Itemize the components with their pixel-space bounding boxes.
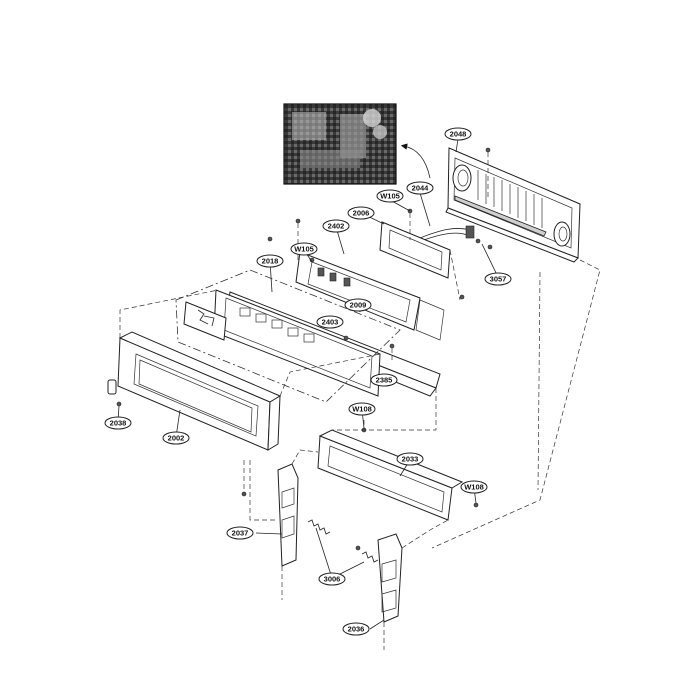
assembly-guides — [119, 152, 601, 650]
assembly-boundary — [175, 269, 401, 403]
callout-2385: 2385 — [370, 373, 398, 387]
wire-harness — [419, 228, 471, 239]
side-bracket-left — [277, 463, 299, 567]
callout-label: W105 — [294, 245, 314, 254]
callout-label: 2033 — [402, 455, 419, 464]
callout-2018: 2018 — [256, 254, 284, 268]
callout-label: 2403 — [322, 318, 339, 327]
callout-2033: 2033 — [396, 452, 424, 466]
callout-label: 2037 — [232, 529, 249, 538]
callout-W105-mid: W105 — [290, 242, 318, 256]
callout-label: W108 — [464, 483, 484, 492]
bottom-trim — [317, 429, 464, 521]
callout-2037: 2037 — [226, 526, 254, 540]
callout-W105-top: W105 — [376, 189, 404, 203]
callout-label: 2018 — [262, 257, 279, 266]
control-board — [379, 221, 451, 279]
callout-label: 2038 — [110, 419, 127, 428]
callout-label: 2402 — [328, 222, 345, 231]
callout-label: W108 — [352, 405, 372, 414]
inset-photo — [283, 103, 397, 185]
callout-3057: 3057 — [484, 272, 512, 286]
callout-3006: 3006 — [318, 572, 346, 586]
callout-label: 2002 — [168, 434, 185, 443]
callout-2048: 2048 — [444, 127, 472, 141]
callout-W108-right: W108 — [460, 480, 488, 494]
callout-label: 2048 — [450, 130, 467, 139]
callout-2006: 2006 — [347, 206, 375, 220]
callout-2038: 2038 — [104, 416, 132, 430]
side-bracket-right — [377, 533, 403, 623]
front-control-panel — [117, 331, 282, 451]
end-cap — [107, 379, 122, 407]
touch-pcb — [183, 301, 227, 341]
spring — [307, 519, 379, 563]
callout-W108-top: W108 — [348, 402, 376, 416]
callout-label: 2009 — [350, 301, 367, 310]
rear-panel — [445, 147, 581, 263]
callout-label: 2044 — [412, 184, 430, 193]
callout-2044: 2044 — [406, 181, 434, 195]
callout-2036: 2036 — [342, 622, 370, 636]
callout-label: W105 — [380, 192, 400, 201]
callout-label: 2385 — [376, 376, 393, 385]
callout-2402: 2402 — [322, 219, 350, 233]
callout-label: 3006 — [324, 575, 341, 584]
callout-2403: 2403 — [316, 315, 344, 329]
inset-arrow — [400, 143, 431, 179]
callout-label: 2006 — [353, 209, 370, 218]
bracket-assembly — [295, 251, 421, 331]
callout-label: 2036 — [348, 625, 365, 634]
callout-2009: 2009 — [344, 298, 372, 312]
callout-2002: 2002 — [162, 431, 190, 445]
callout-label: 3057 — [490, 275, 507, 284]
